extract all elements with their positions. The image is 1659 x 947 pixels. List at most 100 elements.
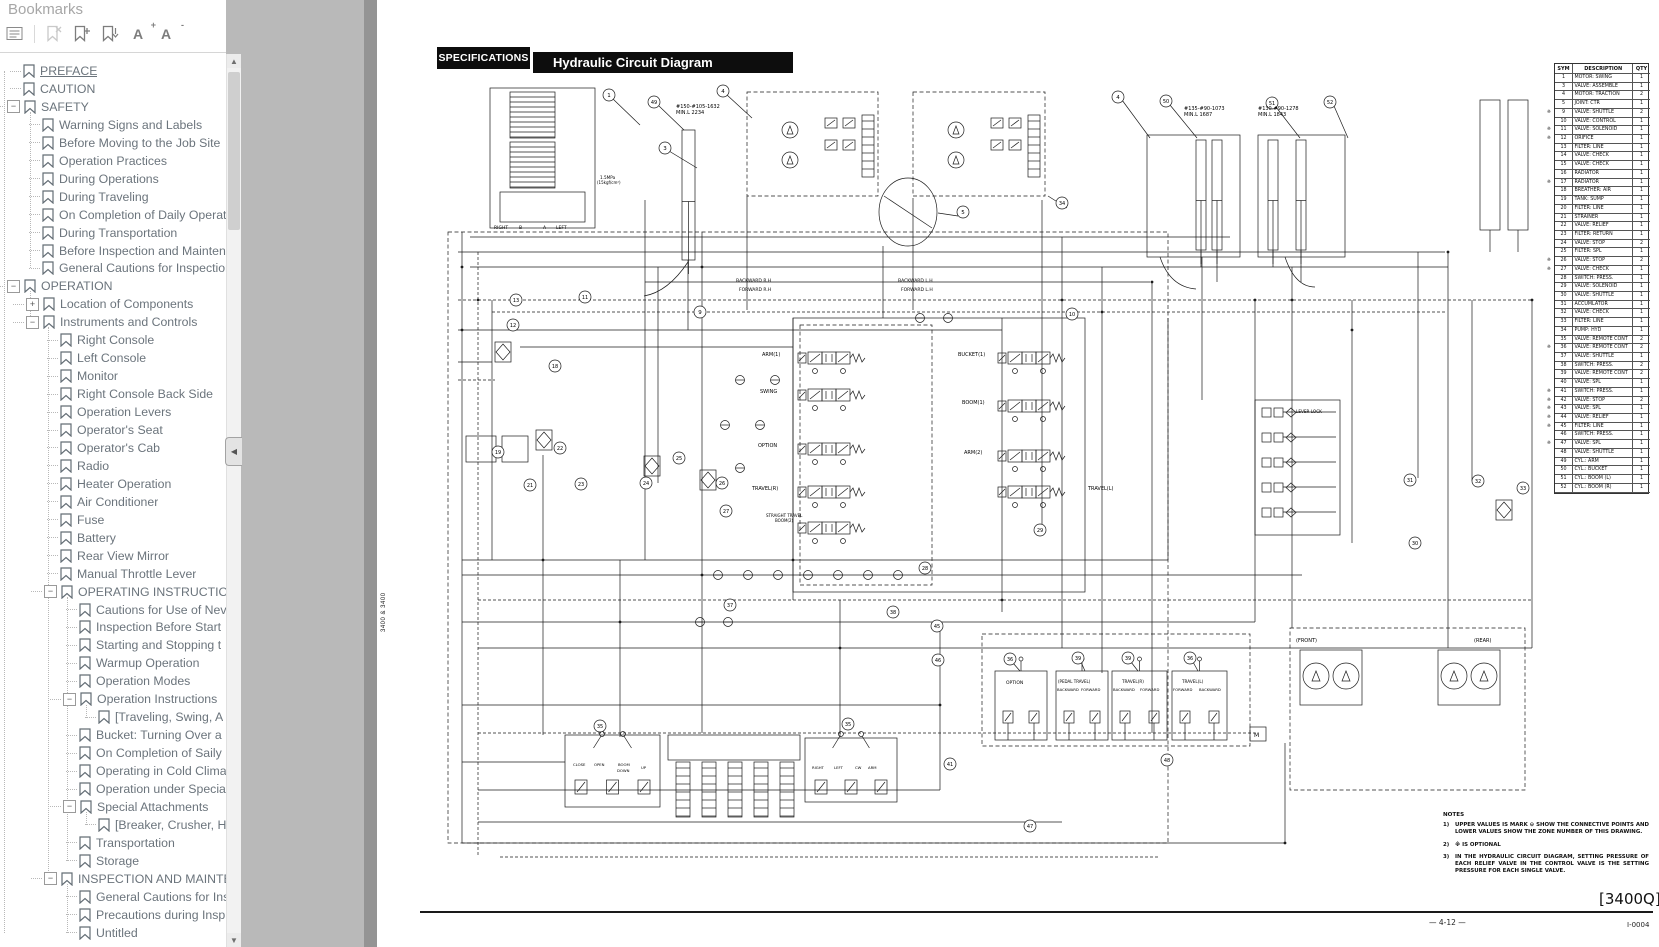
bookmark-item[interactable]: Radio	[47, 457, 109, 475]
bookmark-item[interactable]: [Traveling, Swing, A	[85, 708, 223, 726]
bookmarks-scrollbar[interactable]: ▲ ▼	[226, 54, 241, 947]
bookmark-label[interactable]: Precautions during Insp	[96, 907, 226, 922]
bookmark-item[interactable]: Warmup Operation	[66, 654, 199, 672]
bookmark-item[interactable]: − INSPECTION AND MAINTEN	[31, 870, 226, 888]
bookmark-label[interactable]: Starting and Stopping t	[96, 638, 222, 653]
bookmark-item[interactable]: − SAFETY	[0, 98, 89, 116]
bookmark-label[interactable]: OPERATING INSTRUCTION	[78, 584, 226, 599]
bookmark-item[interactable]: During Operations	[29, 170, 159, 188]
bookmark-label[interactable]: Operation Instructions	[97, 692, 218, 707]
bookmark-label[interactable]: During Transportation	[59, 225, 178, 240]
bookmark-item[interactable]: − Operation Instructions	[50, 690, 217, 708]
bookmark-label[interactable]: During Operations	[59, 171, 159, 186]
bookmark-item[interactable]: CAUTION	[10, 80, 95, 98]
bookmark-label[interactable]: PREFACE	[40, 64, 98, 78]
bookmark-item[interactable]: − OPERATION	[0, 277, 113, 295]
bookmark-item[interactable]: On Completion of Saily	[66, 744, 222, 762]
scroll-up-icon[interactable]: ▲	[227, 54, 241, 68]
bookmark-label[interactable]: Operating in Cold Climat	[96, 764, 226, 779]
bookmark-item[interactable]: Precautions during Insp	[66, 906, 225, 924]
bookmark-item[interactable]: − OPERATING INSTRUCTION	[31, 583, 226, 601]
bookmark-item[interactable]: Starting and Stopping t	[66, 636, 221, 654]
bookmark-label[interactable]: Operation Practices	[59, 153, 167, 168]
collapse-node-icon[interactable]: −	[44, 872, 57, 886]
bookmark-label[interactable]: General Cautions for Inspection	[59, 261, 226, 276]
bookmark-item[interactable]: Operation Modes	[66, 672, 190, 690]
bookmark-item[interactable]: Right Console	[47, 331, 154, 349]
bookmark-label[interactable]: Heater Operation	[77, 476, 172, 491]
bookmark-item[interactable]: Manual Throttle Lever	[47, 565, 196, 583]
bookmark-label[interactable]: Transportation	[96, 835, 175, 850]
bookmark-item[interactable]: During Transportation	[29, 224, 177, 242]
bookmark-label[interactable]: Left Console	[77, 351, 147, 366]
bookmark-label[interactable]: INSPECTION AND MAINTEN	[78, 871, 226, 886]
bookmark-item[interactable]: Left Console	[47, 349, 146, 367]
bookmark-label[interactable]: Air Conditioner	[77, 494, 159, 509]
collapse-node-icon[interactable]: −	[63, 692, 76, 706]
bookmark-item[interactable]: Heater Operation	[47, 475, 171, 493]
bookmark-label[interactable]: Special Attachments	[97, 799, 209, 814]
collapse-node-icon[interactable]: −	[7, 100, 20, 114]
collapse-node-icon[interactable]: −	[7, 279, 20, 293]
panel-collapse-button[interactable]: ◀	[225, 437, 242, 466]
bookmark-label[interactable]: During Traveling	[59, 189, 149, 204]
bookmark-item[interactable]: [Breaker, Crusher, H	[85, 816, 226, 834]
bookmark-label[interactable]: [Breaker, Crusher, H	[115, 817, 226, 832]
bookmark-item[interactable]: Bucket: Turning Over a	[66, 726, 222, 744]
bookmark-label[interactable]: SAFETY	[41, 99, 89, 114]
bookmark-item[interactable]: Monitor	[47, 367, 118, 385]
bookmark-item[interactable]: Storage	[66, 852, 139, 870]
bookmark-label[interactable]: Storage	[96, 853, 140, 868]
bookmark-label[interactable]: Before Inspection and Mainten	[59, 243, 226, 258]
bookmark-label[interactable]: Operation Levers	[77, 405, 172, 420]
bookmark-item[interactable]: Operation Practices	[29, 152, 167, 170]
bookmark-label[interactable]: Warning Signs and Labels	[59, 117, 203, 132]
bookmark-label[interactable]: On Completion of Saily	[96, 746, 222, 761]
bookmark-item[interactable]: Operation Levers	[47, 403, 171, 421]
bookmark-label[interactable]: Operator's Cab	[77, 440, 160, 455]
bookmark-item[interactable]: Before Moving to the Job Site	[29, 134, 220, 152]
bookmark-item[interactable]: Transportation	[66, 834, 175, 852]
increase-text-size-icon[interactable]: A+	[132, 20, 156, 42]
bookmark-label[interactable]: Manual Throttle Lever	[77, 566, 197, 581]
bookmark-item[interactable]: Warning Signs and Labels	[29, 116, 202, 134]
bookmark-label[interactable]: OPERATION	[41, 279, 113, 294]
bookmark-item[interactable]: Air Conditioner	[47, 493, 158, 511]
bookmark-label[interactable]: Warmup Operation	[96, 656, 200, 671]
bookmark-label[interactable]: Location of Components	[60, 297, 194, 312]
add-bookmark-icon[interactable]	[71, 24, 93, 44]
delete-bookmark-icon[interactable]	[43, 24, 65, 44]
bookmark-item[interactable]: Rear View Mirror	[47, 547, 169, 565]
bookmark-item[interactable]: Fuse	[47, 511, 104, 529]
bookmark-label[interactable]: Right Console	[77, 333, 155, 348]
bookmark-item[interactable]: General Cautions for Ins	[66, 888, 226, 906]
bookmark-label[interactable]: Bucket: Turning Over a	[96, 728, 222, 743]
bookmark-item[interactable]: Battery	[47, 529, 116, 547]
bookmark-item[interactable]: Right Console Back Side	[47, 385, 213, 403]
bookmark-label[interactable]: CAUTION	[40, 81, 96, 96]
bookmarks-options-icon[interactable]	[4, 24, 26, 44]
bookmark-label[interactable]: Radio	[77, 458, 110, 473]
bookmark-item[interactable]: −Special Attachments	[50, 798, 208, 816]
bookmark-label[interactable]: Untitled	[96, 925, 138, 940]
bookmark-item[interactable]: On Completion of Daily Operat	[29, 206, 226, 224]
expand-node-icon[interactable]: +	[26, 297, 39, 311]
bookmark-item[interactable]: Before Inspection and Mainten	[29, 242, 226, 260]
bookmark-label[interactable]: Monitor	[77, 369, 119, 384]
bookmark-label[interactable]: Before Moving to the Job Site	[59, 135, 221, 150]
bookmark-label[interactable]: On Completion of Daily Operat	[59, 207, 226, 222]
collapse-node-icon[interactable]: −	[26, 315, 39, 329]
bookmark-label[interactable]: Operation Modes	[96, 674, 191, 689]
collapse-node-icon[interactable]: −	[44, 585, 57, 599]
bookmark-item[interactable]: + Location of Components	[13, 295, 193, 313]
bookmark-label[interactable]: Inspection Before Start	[96, 620, 222, 635]
bookmark-item[interactable]: Operating in Cold Climat	[66, 762, 226, 780]
add-next-bookmark-icon[interactable]	[99, 24, 121, 44]
bookmark-label[interactable]: General Cautions for Ins	[96, 889, 226, 904]
bookmark-item[interactable]: −Instruments and Controls	[13, 313, 197, 331]
bookmark-label[interactable]: Rear View Mirror	[77, 548, 170, 563]
bookmark-label[interactable]: Fuse	[77, 512, 105, 527]
bookmark-item[interactable]: Inspection Before Start	[66, 618, 221, 636]
bookmark-item[interactable]: Operator's Seat	[47, 421, 163, 439]
bookmark-item[interactable]: PREFACE	[10, 62, 97, 80]
